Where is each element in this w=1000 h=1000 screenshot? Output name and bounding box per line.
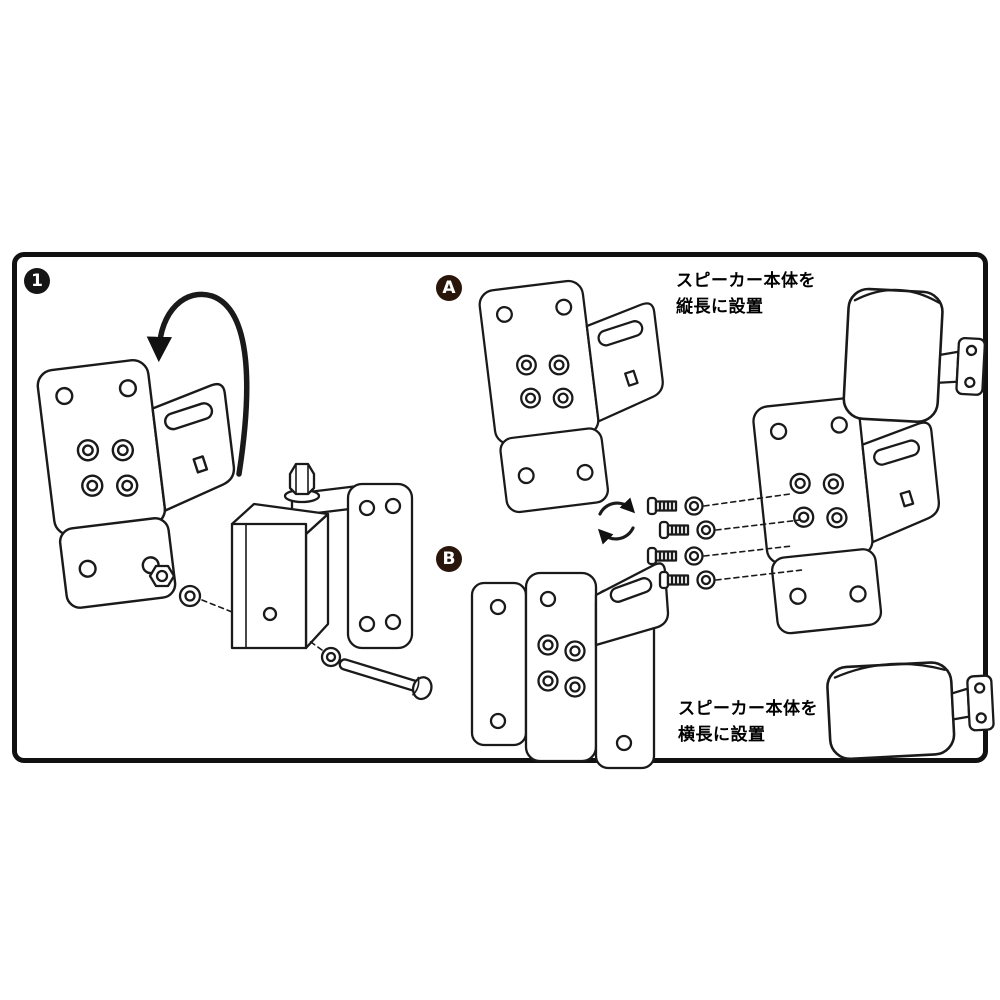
caption-vertical-line2: 縦長に設置 [676,297,764,317]
hinge-unit [230,462,414,650]
caption-horizontal-line2: 横長に設置 [678,725,766,745]
option-a-badge: A [436,275,462,301]
caption-vertical-line1: スピーカー本体を [676,271,816,291]
bracket-plate-b [470,562,670,770]
step-1-badge: 1 [24,268,50,294]
caption-vertical-mount: スピーカー本体を 縦長に設置 [676,268,816,320]
exploded-screws [646,493,803,590]
speaker-horizontal [826,661,995,761]
hinge-nut-and-washer [148,564,233,613]
bracket-plate-a [476,269,678,515]
caption-horizontal-line1: スピーカー本体を [678,699,818,719]
rotate-arrows-icon [597,497,636,545]
pivot-pin-bolt [307,639,433,701]
option-b-badge: B [436,546,462,572]
speaker-vertical [842,287,986,424]
bracket-plate-step1 [34,348,250,611]
mounting-plate-right [750,388,953,636]
flip-arrow-icon [146,291,250,477]
caption-horizontal-mount: スピーカー本体を 横長に設置 [678,696,818,748]
